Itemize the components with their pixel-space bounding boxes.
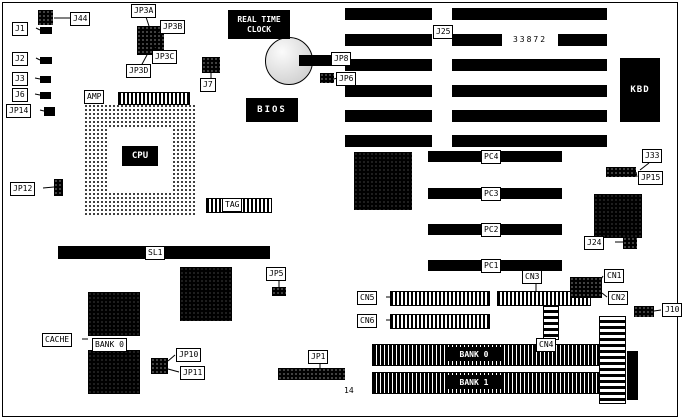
cn1-label: CN1 bbox=[604, 269, 625, 283]
bios-label: BIOS bbox=[257, 105, 287, 115]
pc4-label: PC4 bbox=[481, 150, 502, 164]
jp3a-label: JP3A bbox=[131, 4, 157, 18]
pin14-marker: 14 bbox=[344, 386, 354, 395]
j24-label: J24 bbox=[584, 236, 605, 250]
jp3d-label: JP3D bbox=[126, 64, 152, 78]
jp12-label: JP12 bbox=[10, 182, 36, 196]
board-code: 33872 bbox=[502, 32, 558, 46]
j7-connector bbox=[202, 57, 220, 73]
rtc-line1: REAL TIME bbox=[237, 14, 281, 24]
jp15-connector bbox=[606, 167, 636, 177]
jp6-connector bbox=[320, 73, 334, 83]
kbd-label: KBD bbox=[630, 85, 650, 95]
jp1-header bbox=[278, 368, 345, 380]
isa-slot-bar bbox=[452, 8, 607, 20]
j2-label: J2 bbox=[12, 52, 28, 66]
bank0-simm-label-box: BANK 0 bbox=[447, 347, 501, 361]
rtc-line2: CLOCK bbox=[246, 24, 272, 34]
jp3b-label: JP3B bbox=[160, 20, 186, 34]
cn4-connector bbox=[543, 306, 559, 340]
cache-chip-1 bbox=[88, 292, 140, 336]
jp5-label: JP5 bbox=[266, 267, 287, 281]
jp5-connector bbox=[272, 287, 286, 296]
jp8-label: JP8 bbox=[331, 52, 352, 66]
cn6-label: CN6 bbox=[357, 314, 378, 328]
jp1-label: JP1 bbox=[308, 350, 329, 364]
isa-slot-bar bbox=[452, 110, 607, 122]
j7-label: J7 bbox=[200, 78, 216, 92]
cpu-chip: CPU bbox=[122, 146, 158, 166]
cn3-label: CN3 bbox=[522, 270, 543, 284]
cn3-connector bbox=[497, 291, 591, 306]
cn4-label: CN4 bbox=[536, 338, 557, 352]
bank0-chips-label: BANK 0 bbox=[92, 338, 127, 352]
chipset-chip bbox=[354, 152, 412, 210]
board-outline bbox=[2, 2, 678, 417]
isa-slot-bar bbox=[345, 34, 432, 46]
cn6-connector bbox=[390, 314, 490, 329]
bios-chip: BIOS bbox=[246, 98, 298, 122]
j10-connector bbox=[634, 306, 654, 317]
jp11-label: JP11 bbox=[180, 366, 206, 380]
controller-chip bbox=[180, 267, 232, 321]
cache-label: CACHE bbox=[42, 333, 73, 347]
cn5-label: CN5 bbox=[357, 291, 378, 305]
isa-slot-bar bbox=[345, 85, 432, 97]
edge-connector bbox=[627, 351, 638, 400]
j33-label: J33 bbox=[642, 149, 663, 163]
j10-label: J10 bbox=[662, 303, 683, 317]
j1-connector bbox=[40, 27, 52, 34]
real-time-clock-box: REAL TIME CLOCK bbox=[228, 10, 290, 39]
isa-slot-bar bbox=[345, 110, 432, 122]
j44-connector bbox=[38, 10, 53, 25]
isa-slot-bar bbox=[452, 135, 607, 147]
jp14-connector bbox=[44, 107, 55, 116]
j44-label: J44 bbox=[70, 12, 91, 26]
j6-label: J6 bbox=[12, 88, 28, 102]
isa-slot-bar bbox=[452, 85, 607, 97]
j6-connector bbox=[40, 92, 51, 99]
isa-slot-bar bbox=[345, 135, 432, 147]
jp3c-label: JP3C bbox=[152, 50, 178, 64]
jp14-label: JP14 bbox=[6, 104, 32, 118]
isa-slot-bar bbox=[345, 8, 432, 20]
cn2-label: CN2 bbox=[608, 291, 629, 305]
bank1-simm-label: BANK 1 bbox=[459, 377, 489, 387]
tag-label: TAG bbox=[222, 198, 243, 212]
cn5-connector bbox=[390, 291, 490, 306]
jp10-label: JP10 bbox=[176, 348, 202, 362]
pc1-label: PC1 bbox=[481, 259, 502, 273]
battery-clip bbox=[299, 55, 331, 66]
jp15-label: JP15 bbox=[638, 171, 664, 185]
j24-connector bbox=[623, 237, 637, 249]
power-connector bbox=[599, 316, 626, 404]
pc2-label: PC2 bbox=[481, 223, 502, 237]
j25-label: J25 bbox=[433, 25, 454, 39]
cn1-cn2-connector bbox=[570, 277, 602, 298]
isa-slot-bar bbox=[452, 59, 607, 71]
keyboard-connector: KBD bbox=[620, 58, 660, 122]
j3-connector bbox=[40, 76, 51, 83]
io-chip bbox=[594, 194, 642, 238]
isa-slot-bar bbox=[345, 59, 432, 71]
j1-label: J1 bbox=[12, 22, 28, 36]
jp6-label: JP6 bbox=[336, 72, 357, 86]
j2-connector bbox=[40, 57, 52, 64]
pc3-label: PC3 bbox=[481, 187, 502, 201]
bank0-simm-label: BANK 0 bbox=[459, 349, 489, 359]
jp12-connector bbox=[54, 179, 63, 196]
sl1-label: SL1 bbox=[145, 246, 166, 260]
cache-chip-2 bbox=[88, 350, 140, 394]
j3-label: J3 bbox=[12, 72, 28, 86]
amp-label: AMP bbox=[84, 90, 105, 104]
jp10-connector bbox=[151, 358, 168, 374]
bank1-simm-label-box: BANK 1 bbox=[447, 375, 501, 389]
amp-connector bbox=[118, 92, 190, 105]
cpu-label: CPU bbox=[131, 151, 149, 161]
